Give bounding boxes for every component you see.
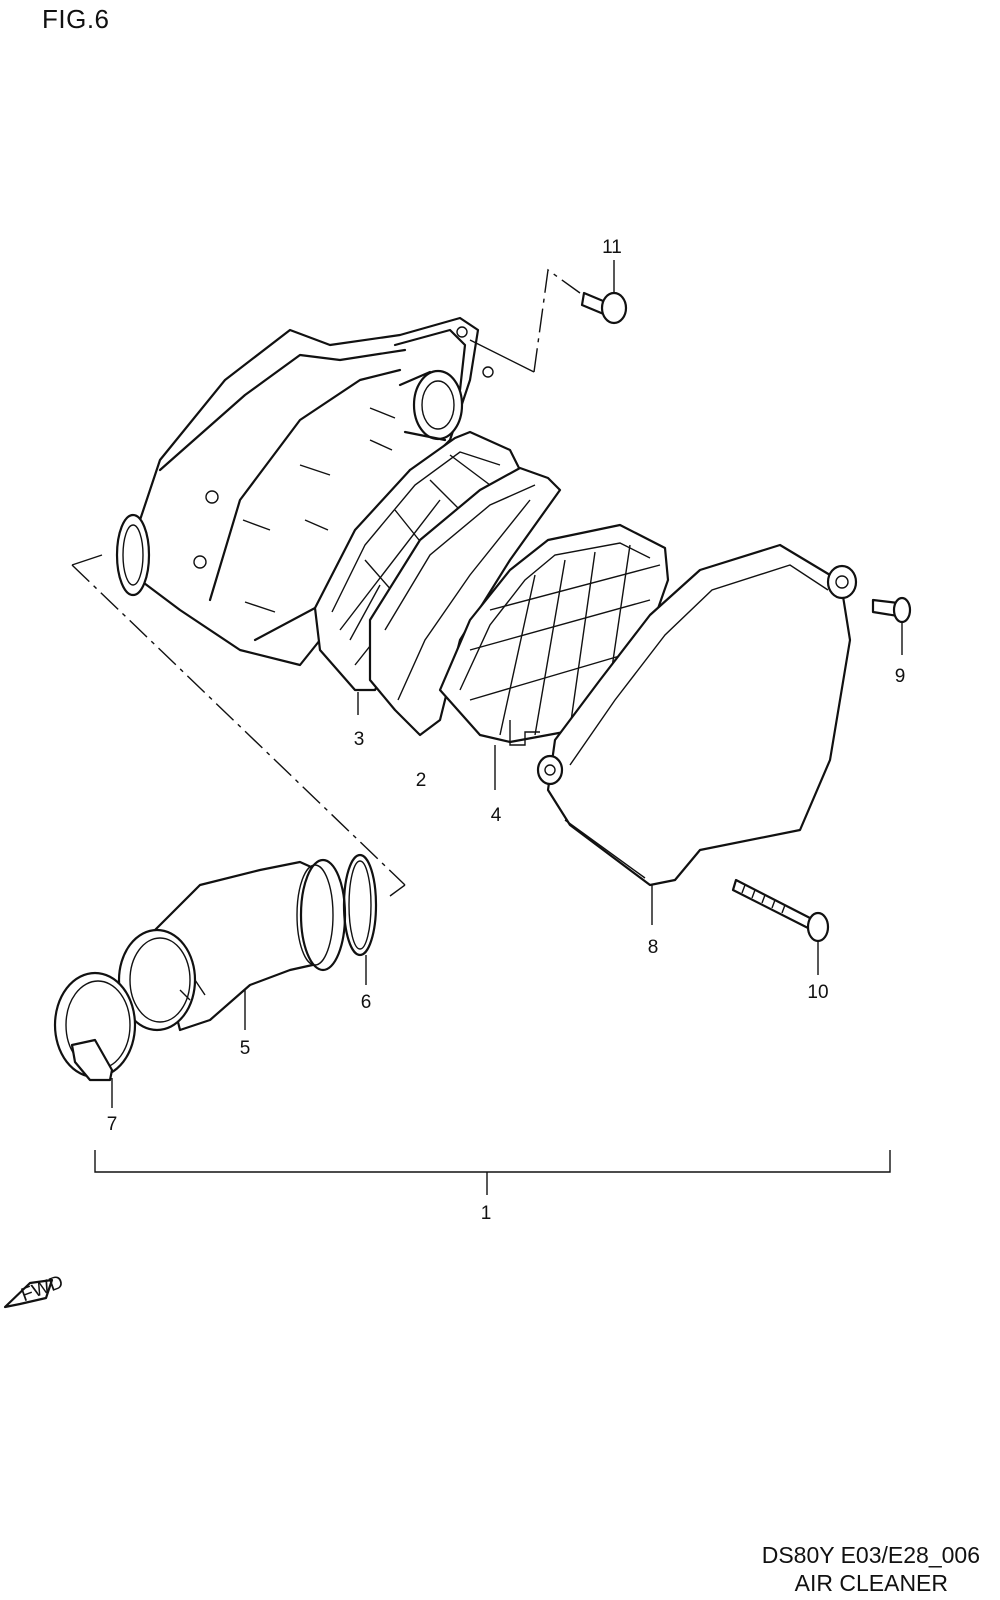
callout-8: 8 [648,937,659,958]
callout-2: 2 [416,770,427,791]
callout-1: 1 [481,1203,492,1224]
assembly-bracket [94,1150,891,1195]
fwd-label: FWD [18,1272,66,1307]
clamp-part-7 [53,971,137,1108]
callout-3: 3 [354,729,365,750]
outlet-tube-part-5 [117,858,347,1032]
bolt-part-10 [731,878,830,975]
air-cleaner-case [115,316,494,667]
cover-part-8 [536,543,858,925]
filter-element-part-2 [368,466,562,737]
callout-10: 10 [807,982,828,1003]
callout-5: 5 [240,1038,251,1059]
screw-part-9 [871,596,912,655]
callout-6: 6 [361,992,372,1013]
callout-7: 7 [107,1114,118,1135]
figure-title: FIG.6 [42,4,110,34]
callout-11: 11 [602,237,622,258]
diagram-name: AIR CLEANER [794,1570,948,1596]
callout-4: 4 [491,805,502,826]
reference-lines [71,268,581,897]
screw-part-11 [580,260,628,325]
gasket-ring-part-6 [342,853,378,985]
fwd-arrow-icon: FWD [3,1272,66,1309]
callout-9: 9 [895,666,906,687]
diagram-code: DS80Y E03/E28_006 [761,1542,980,1568]
